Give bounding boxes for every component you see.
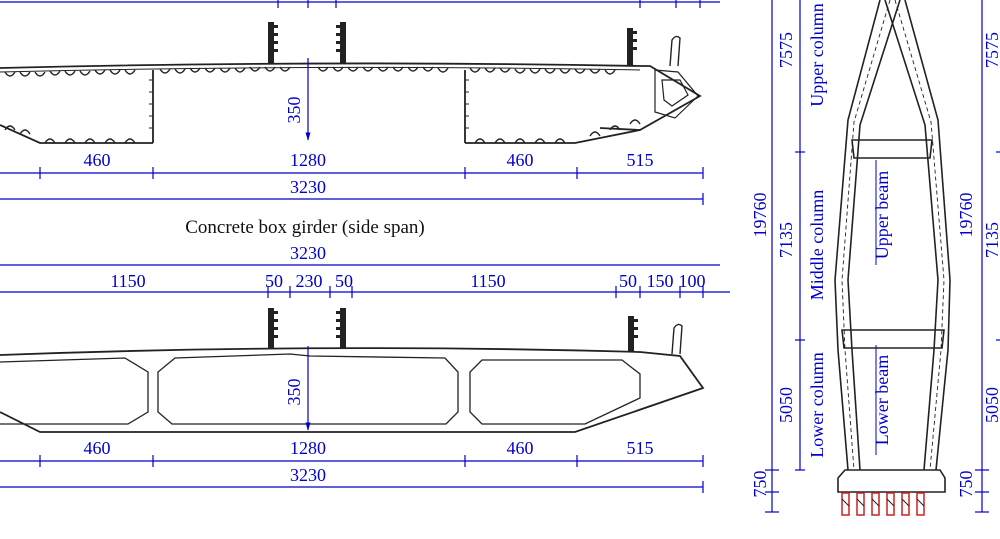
top-depth-label: 350	[284, 97, 304, 124]
tower-structure	[834, 0, 951, 493]
top-dim-4: 515	[627, 150, 654, 170]
bottom-dim-1: 460	[84, 438, 111, 458]
top-barriers	[268, 22, 637, 66]
right-h3: 5050	[982, 387, 1000, 423]
bottom-top-dim-3: 230	[296, 271, 323, 291]
bottom-depth-label: 350	[284, 379, 304, 406]
bottom-dim-4: 515	[627, 438, 654, 458]
side-span-caption: Concrete box girder (side span)	[185, 217, 425, 238]
right-total-height: 19760	[956, 193, 976, 238]
top-dim-3: 460	[507, 150, 534, 170]
bottom-barriers	[268, 308, 638, 352]
top-girder-section	[0, 22, 702, 144]
bottom-section-dims	[0, 346, 704, 493]
bottom-dim-2: 1280	[290, 438, 326, 458]
middle-column-label: Middle column	[807, 190, 827, 301]
bottom-top-dim-2: 50	[265, 271, 283, 291]
lower-column-label: Lower column	[807, 352, 827, 457]
bottom-top-dim-8: 100	[679, 271, 706, 291]
bottom-dim-3: 460	[507, 438, 534, 458]
bottom-total-top: 3230	[290, 243, 326, 263]
concrete-girder-section	[0, 308, 705, 433]
right-dims	[975, 0, 1000, 513]
top-section-dims	[0, 0, 720, 205]
top-flange-ribs	[4, 66, 616, 77]
bottom-top-dim-7: 150	[647, 271, 674, 291]
bottom-top-dim-4: 50	[335, 271, 353, 291]
tower-base-height: 750	[750, 471, 770, 498]
tower-upper-height: 7575	[776, 32, 796, 68]
right-h4: 750	[956, 471, 976, 498]
tower-total-height: 19760	[750, 193, 770, 238]
bottom-section-dims-top	[0, 264, 730, 298]
upper-beam-label: Upper beam	[872, 171, 892, 259]
tower-lower-height: 5050	[776, 387, 796, 423]
bottom-total-label: 3230	[290, 465, 326, 485]
top-dim-1: 460	[84, 150, 111, 170]
bottom-top-dim-5: 1150	[470, 271, 505, 291]
right-h2: 7135	[982, 222, 1000, 258]
piles	[841, 492, 925, 516]
top-dim-2: 1280	[290, 150, 326, 170]
bottom-top-dim-1: 1150	[110, 271, 145, 291]
right-h1: 7575	[982, 32, 1000, 68]
lower-beam-label: Lower beam	[872, 355, 892, 445]
bottom-top-dim-6: 50	[619, 271, 637, 291]
upper-column-label: Upper column	[807, 3, 827, 106]
tower-dims	[765, 0, 805, 513]
tower-middle-height: 7135	[776, 222, 796, 258]
top-total-label: 3230	[290, 177, 326, 197]
